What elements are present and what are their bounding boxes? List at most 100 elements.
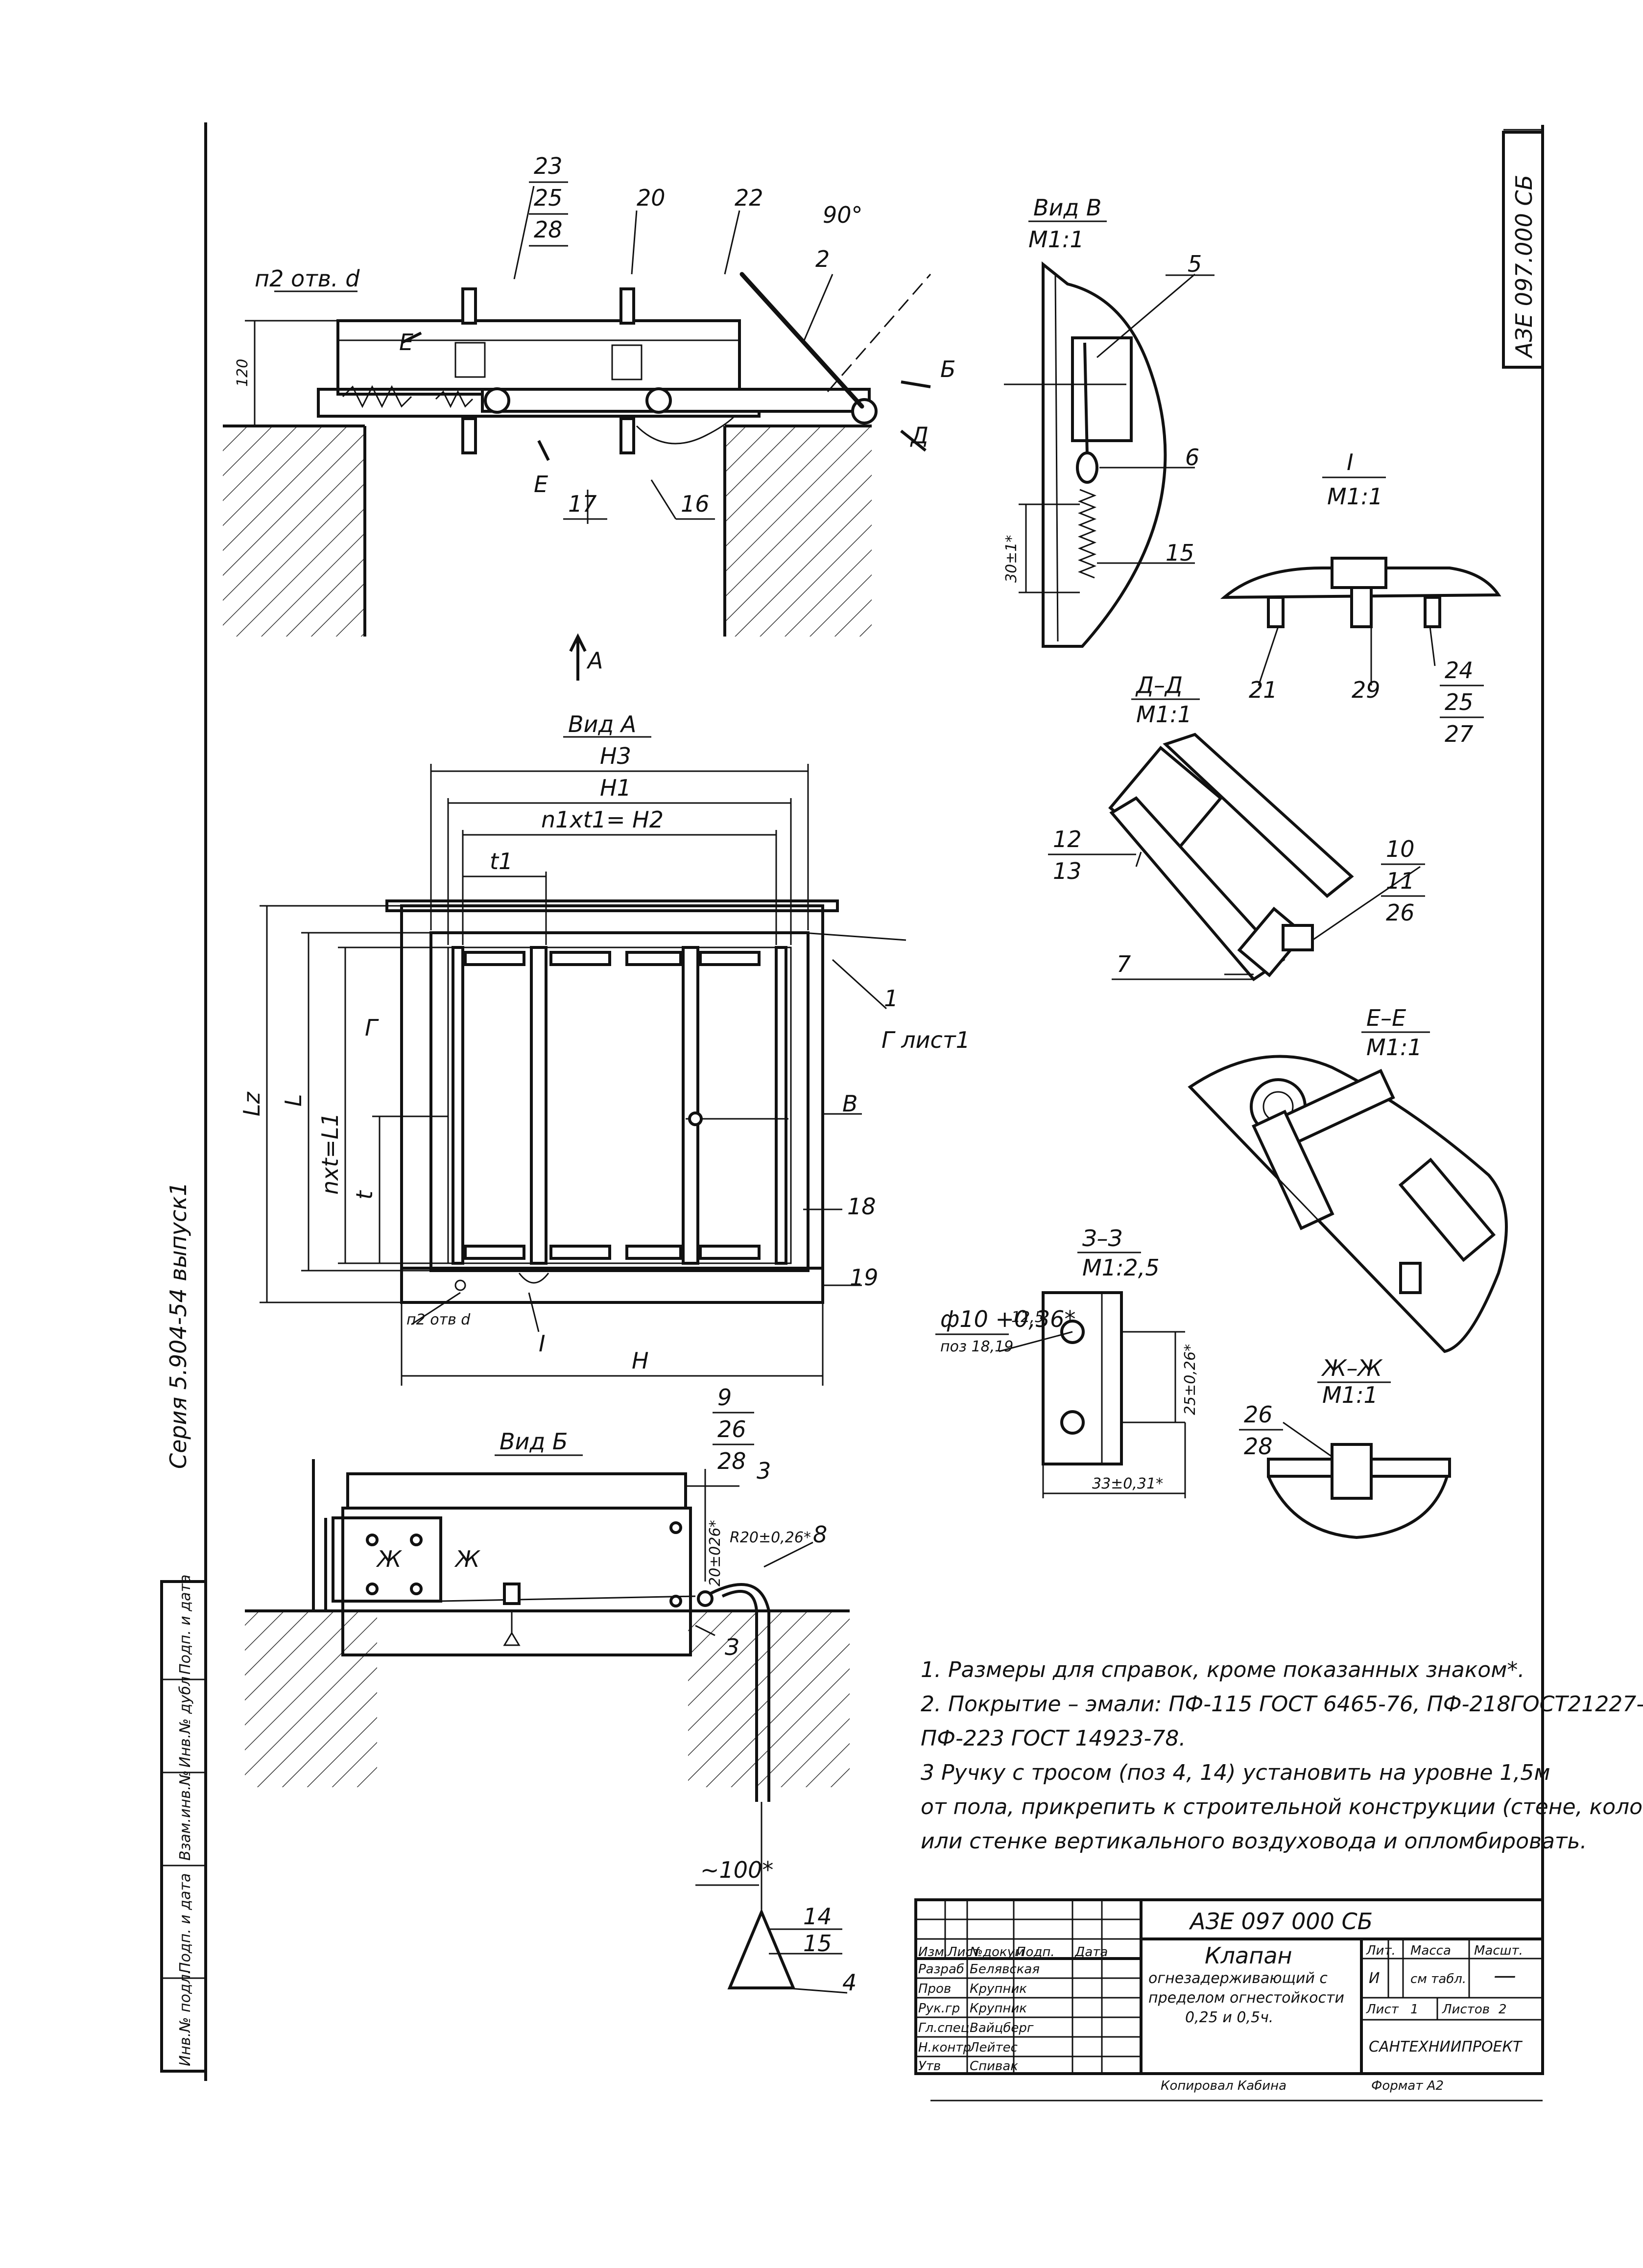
view-a-dim-t1: t1 — [490, 848, 513, 874]
main-view-b-arrow: Б — [940, 356, 956, 382]
tb-sheet-value: 1 — [1410, 2002, 1419, 2017]
view-b-cut-zh-right: Ж — [454, 1546, 481, 1572]
tb-head-izm: Изм. — [918, 1945, 948, 1960]
detail-i-leader-27: 27 — [1445, 721, 1474, 747]
section-zz-dim-hole: ф10 +0,36* — [940, 1306, 1075, 1332]
view-b-leader-14: 14 — [803, 1903, 832, 1930]
view-a-leader-1: 1 — [884, 985, 898, 1012]
doc-code-vertical: АЗЕ 097.000 СБ — [1511, 175, 1537, 359]
view-b-leader-4: 4 — [842, 1969, 857, 1996]
tb-head-date: Дата — [1074, 1945, 1108, 1960]
main-leader-25: 25 — [534, 185, 563, 211]
view-a-cut-g-right: Г лист1 — [881, 1027, 970, 1053]
view-a-dim-h: H — [632, 1347, 649, 1374]
note-3-cont: от пола, прикрепить к строительной конст… — [921, 1795, 1643, 1819]
detail-i-leader-24: 24 — [1445, 657, 1474, 684]
sheet-footer: Копировал Кабина Формат А2 — [930, 2079, 1543, 2102]
technical-notes: 1. Размеры для справок, кроме показанных… — [921, 1657, 1643, 1854]
side-field-3: Взам.инв.№ — [177, 1770, 194, 1861]
section-jj-scale: М1:1 — [1322, 1382, 1378, 1408]
tb-sheets-label: Листов — [1442, 2002, 1490, 2017]
side-stamp: Подп. и дата Инв.№ дубл Взам.инв.№ Подп.… — [160, 1182, 207, 2073]
detail-i-leader-21: 21 — [1249, 677, 1278, 703]
tb-name-1: Белявская — [970, 1962, 1040, 1977]
tb-name-line-2: огнезадерживающий с — [1148, 1970, 1328, 1987]
tb-role-2: Пров — [918, 1982, 951, 1996]
view-b-leader-26: 26 — [717, 1416, 746, 1442]
view-v-title: Вид В — [1033, 194, 1101, 221]
detail-i-scale: М1:1 — [1327, 483, 1383, 510]
view-a-dim-h2: n1xt1= H2 — [541, 806, 664, 833]
view-b-leader-3: 3 — [757, 1458, 771, 1484]
tb-code: АЗЕ 097 000 СБ — [1189, 1908, 1373, 1935]
detail-i: I М1:1 21 29 24 25 27 — [1220, 449, 1501, 747]
section-dd-leader-26: 26 — [1386, 899, 1415, 926]
tb-role-1: Разраб — [918, 1962, 964, 1977]
tb-head-podp: Подп. — [1016, 1945, 1055, 1960]
detail-i-leader-25: 25 — [1445, 689, 1474, 715]
section-zz-dim-33: 33±0,31* — [1092, 1475, 1163, 1492]
tb-head-doc: №докум — [969, 1945, 1024, 1960]
main-dim-120: 120 — [234, 359, 251, 387]
tb-role-6: Утв — [918, 2059, 941, 2074]
tb-scale-value: — — [1494, 1962, 1516, 1988]
detail-i-title: I — [1347, 449, 1354, 475]
section-zz-dim-125: 12,5 — [1011, 1309, 1044, 1326]
view-b-dim-100: ~100* — [700, 1857, 773, 1883]
view-b-title: Вид Б — [500, 1428, 568, 1455]
view-b-cut-zh-left: Ж — [376, 1546, 403, 1572]
tb-name-line-4: 0,25 и 0,5ч. — [1185, 2009, 1273, 2026]
tb-name-3: Крупник — [970, 2001, 1027, 2016]
main-leader-16: 16 — [681, 491, 710, 517]
tb-sheet-label: Лист — [1366, 2002, 1399, 2017]
tb-mass-label: Масса — [1410, 1943, 1451, 1958]
note-3: 3 Ручку с тросом (поз 4, 14) установить … — [921, 1760, 1550, 1785]
section-dd-leader-13: 13 — [1053, 858, 1082, 884]
tb-role-3: Рук.гр — [918, 2001, 960, 2016]
section-jj-leader-26: 26 — [1244, 1401, 1273, 1428]
main-cut-e-top: Е — [399, 329, 413, 355]
section-jj: Ж–Ж М1:1 26 28 — [1239, 1355, 1451, 1539]
view-a-dim-nxt: nxt=L1 — [317, 1112, 343, 1195]
tb-name-6: Спивак — [970, 2059, 1018, 2074]
main-leader-22: 22 — [735, 185, 763, 211]
view-a-cut-g-left: Г — [365, 1015, 379, 1041]
view-b-leader-15: 15 — [803, 1930, 832, 1957]
side-series-label: Серия 5.904-54 выпуск1 — [165, 1182, 191, 1469]
section-jj-leader-28: 28 — [1244, 1433, 1273, 1460]
side-field-2: Инв.№ дубл — [177, 1677, 194, 1768]
tb-name-2: Крупник — [970, 1982, 1027, 1996]
view-a-detail-i: I — [539, 1330, 546, 1357]
section-dd-leader-7: 7 — [1117, 951, 1131, 977]
note-1: 1. Размеры для справок, кроме показанных… — [921, 1657, 1524, 1682]
title-block: Изм. Лист №докум Подп. Дата Разраб Беляв… — [914, 1898, 1544, 2075]
view-v: Вид В М1:1 5 6 15 30±1* — [1003, 194, 1214, 648]
view-a-title: Вид А — [568, 711, 636, 737]
view-v-scale: М1:1 — [1028, 226, 1084, 253]
main-cut-d: Д — [910, 422, 929, 449]
tb-name-4: Вайцберг — [970, 2021, 1034, 2035]
tb-name-line-3: пределом огнестойкости — [1148, 1989, 1344, 2007]
view-a-dim-l: L — [280, 1094, 307, 1107]
view-b-dim-r20: R20±0,26* — [730, 1529, 811, 1546]
view-v-leader-6: 6 — [1185, 444, 1199, 471]
note-2-cont: ПФ-223 ГОСТ 14923-78. — [921, 1726, 1186, 1751]
tb-role-5: Н.контр — [918, 2040, 971, 2055]
view-a-dim-lz: Lz — [238, 1091, 265, 1116]
tb-org: САНТЕХНИИПРОЕКТ — [1369, 2038, 1523, 2055]
view-v-leader-15: 15 — [1166, 540, 1194, 566]
footer-copied-by: Копировал Кабина — [1161, 2079, 1286, 2093]
section-zz-dim-25: 25±0,26* — [1182, 1344, 1199, 1415]
section-dd: Д–Д М1:1 12 13 10 11 26 7 — [1048, 672, 1425, 981]
tb-sheets-value: 2 — [1499, 2002, 1507, 2017]
view-a-view-v: В — [842, 1090, 858, 1117]
detail-i-leader-29: 29 — [1352, 677, 1381, 703]
note-3-end: или стенке вертикального воздуховода и о… — [921, 1829, 1587, 1854]
section-dd-leader-10: 10 — [1386, 836, 1415, 862]
view-v-leader-5: 5 — [1188, 251, 1202, 277]
side-field-5: Инв.№ подл. — [177, 1970, 194, 2066]
view-a-dim-h1: H1 — [600, 775, 631, 801]
tb-name-line-1: Клапан — [1205, 1942, 1292, 1969]
tb-head-list: Лист — [947, 1945, 980, 1960]
